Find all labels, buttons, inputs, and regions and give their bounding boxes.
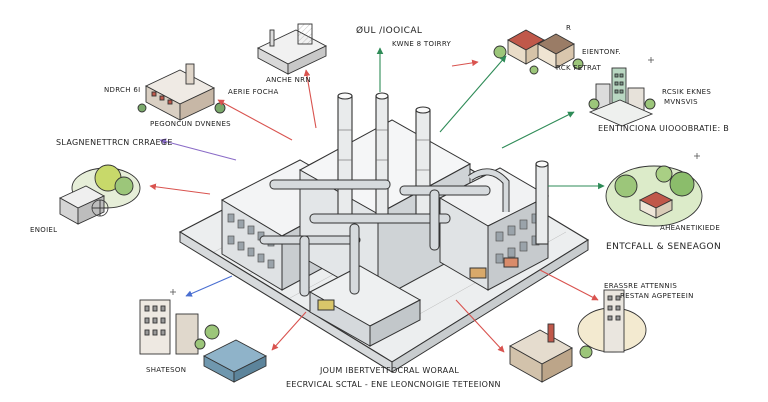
vignette-top-factory	[256, 23, 328, 75]
vignette-right-bottom	[509, 289, 647, 383]
vignette-left-buildings	[137, 63, 226, 121]
label-right-mid-a: RCSIK EKNES	[662, 88, 712, 96]
label-factory-left-b: AERIE FOCHA	[228, 88, 279, 96]
pipes	[259, 168, 510, 297]
label-bottom-center-a: JOUM IBERTVETFOCRAL WORAAL	[320, 366, 460, 375]
vignette-left-house	[59, 164, 141, 225]
label-bottom-left: SHATESON	[146, 366, 187, 374]
label-factory-top: ANCHE NRN	[266, 76, 311, 84]
label-factory-left-c: PEGONCUN DVNENES	[150, 120, 231, 128]
decorative-marks	[170, 57, 700, 295]
label-left-mid: SLAGNENETTRCN CRRAEGE	[56, 138, 173, 147]
label-right-mid-c: EENTINCIONA UIOOOBRATIE: B	[598, 124, 730, 133]
label-right-top-a: EIENTONF.	[582, 48, 621, 56]
vignette-right-green	[605, 165, 703, 227]
label-corner-mark: R	[566, 24, 572, 32]
vignette-right-towers	[588, 67, 656, 127]
label-right-bottom-b: RESTAN AGPETEEIN	[620, 292, 694, 300]
label-left-bottom: ENOIEL	[30, 226, 58, 234]
flow-arrows	[149, 47, 605, 353]
label-right-bottom-a: ERASSRE ATTENNIS	[604, 282, 678, 290]
label-right-mid-b: MVNSVIS	[664, 98, 698, 106]
vignette-right-houses	[493, 29, 584, 75]
label-top-title: ØUL /IOOICAL	[356, 26, 423, 36]
label-right-top-b: RCK FETRAT	[556, 64, 602, 72]
label-bottom-center-b: EECRVICAL SCTAL - ENE LEONCNOIGIE TETEEI…	[286, 380, 501, 389]
label-top-sub: KWNE 8 TOIRRY	[392, 40, 452, 48]
label-factory-left-a: NDRCH 6I	[104, 86, 141, 94]
label-right-lower: ENTCFALL & SENEAGON	[606, 242, 722, 252]
label-right-green: AHEANETIKIEDE	[660, 224, 721, 232]
vignette-bottom-left	[139, 299, 267, 383]
